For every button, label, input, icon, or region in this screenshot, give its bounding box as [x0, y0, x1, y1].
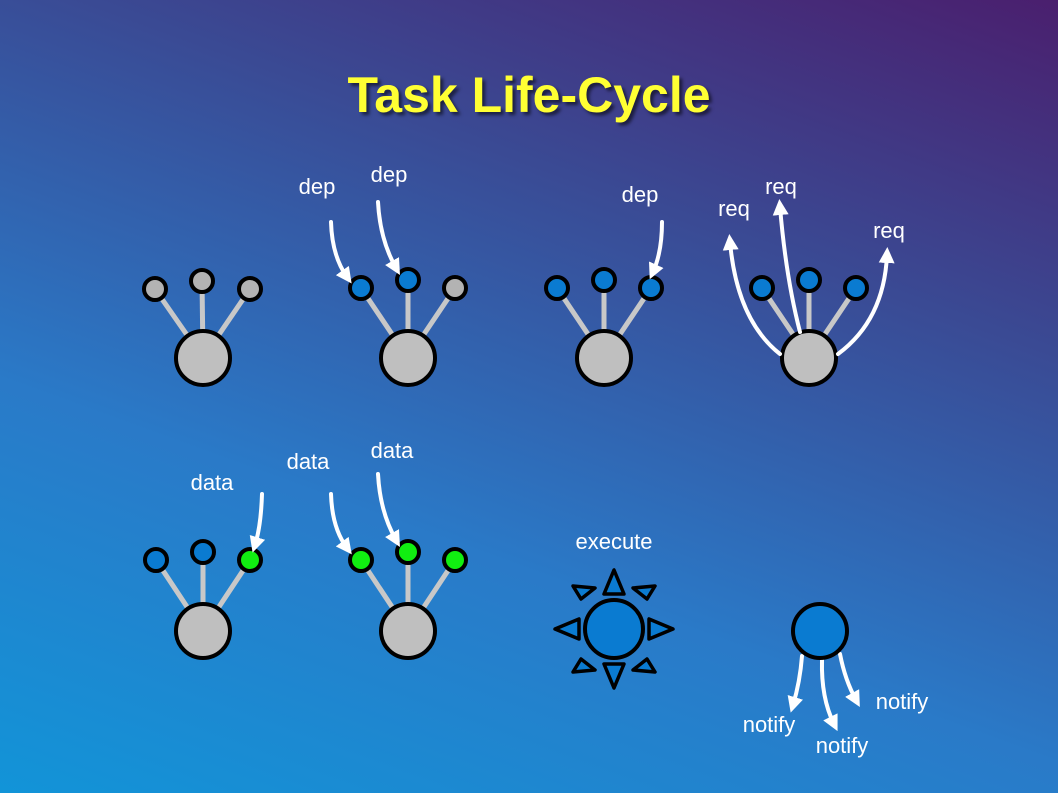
dep-label: dep	[371, 162, 408, 187]
stage-dependencies-partial: dep dep	[299, 162, 468, 387]
notify-label: notify	[876, 689, 929, 714]
input-node-resolved	[591, 267, 617, 293]
req-arrow	[772, 199, 802, 334]
task-node	[174, 602, 232, 660]
ray-triangle	[631, 657, 657, 674]
data-arrow	[249, 492, 266, 553]
ray-triangle	[602, 568, 626, 596]
input-node-resolved	[749, 275, 775, 301]
data-arrow	[329, 492, 352, 555]
notify-arrow	[787, 654, 804, 713]
req-arrow	[722, 234, 782, 356]
input-node-pending	[237, 276, 263, 302]
stage-execute: execute	[553, 529, 675, 690]
notify-arrow	[838, 652, 860, 708]
task-node	[379, 602, 437, 660]
dep-label: dep	[622, 182, 659, 207]
input-node-resolved	[638, 275, 664, 301]
task-node-executing	[583, 598, 645, 660]
task-node	[575, 329, 633, 387]
req-arrow	[836, 247, 895, 356]
ray-triangle	[631, 584, 657, 601]
dep-arrow	[329, 220, 352, 284]
req-label: req	[873, 218, 905, 243]
data-label: data	[191, 470, 235, 495]
input-node-pending	[442, 275, 468, 301]
stage-requests: req req req	[718, 174, 905, 387]
slide-title: Task Life-Cycle	[347, 67, 711, 123]
ray-triangle	[602, 662, 626, 690]
notify-label: notify	[743, 712, 796, 737]
ray-triangle	[647, 617, 675, 641]
input-node-pending	[189, 268, 215, 294]
task-node	[174, 329, 232, 387]
dep-label: dep	[299, 174, 336, 199]
task-node	[379, 329, 437, 387]
execute-rays	[553, 568, 675, 690]
input-node-resolved	[348, 275, 374, 301]
input-node-resolved	[395, 267, 421, 293]
notify-label: notify	[816, 733, 869, 758]
task-node-complete	[791, 602, 849, 660]
input-node-data-ready	[442, 547, 468, 573]
dep-arrow	[376, 200, 400, 275]
execute-label: execute	[575, 529, 652, 554]
stage-data-partial: data	[143, 470, 266, 660]
input-node-resolved	[843, 275, 869, 301]
input-node-pending	[142, 276, 168, 302]
data-label: data	[371, 438, 415, 463]
input-node-resolved	[190, 539, 216, 565]
notify-arrow	[819, 658, 838, 732]
data-label: data	[287, 449, 331, 474]
stage-dependencies-complete: dep	[544, 182, 664, 387]
req-label: req	[765, 174, 797, 199]
ray-triangle	[553, 617, 581, 641]
input-node-resolved	[796, 267, 822, 293]
dep-arrow	[648, 220, 664, 280]
stage-data-complete: data data	[287, 438, 468, 660]
ray-triangle	[571, 584, 597, 601]
req-label: req	[718, 196, 750, 221]
input-node-data-ready	[348, 547, 374, 573]
data-arrow	[376, 472, 400, 547]
task-node	[780, 329, 838, 387]
input-node-data-ready	[395, 539, 421, 565]
ray-triangle	[571, 657, 597, 674]
input-node-resolved	[143, 547, 169, 573]
input-node-resolved	[544, 275, 570, 301]
input-node-data-ready	[237, 547, 263, 573]
stage-initial	[142, 268, 263, 387]
stage-notify: notify notify notify	[743, 602, 929, 758]
